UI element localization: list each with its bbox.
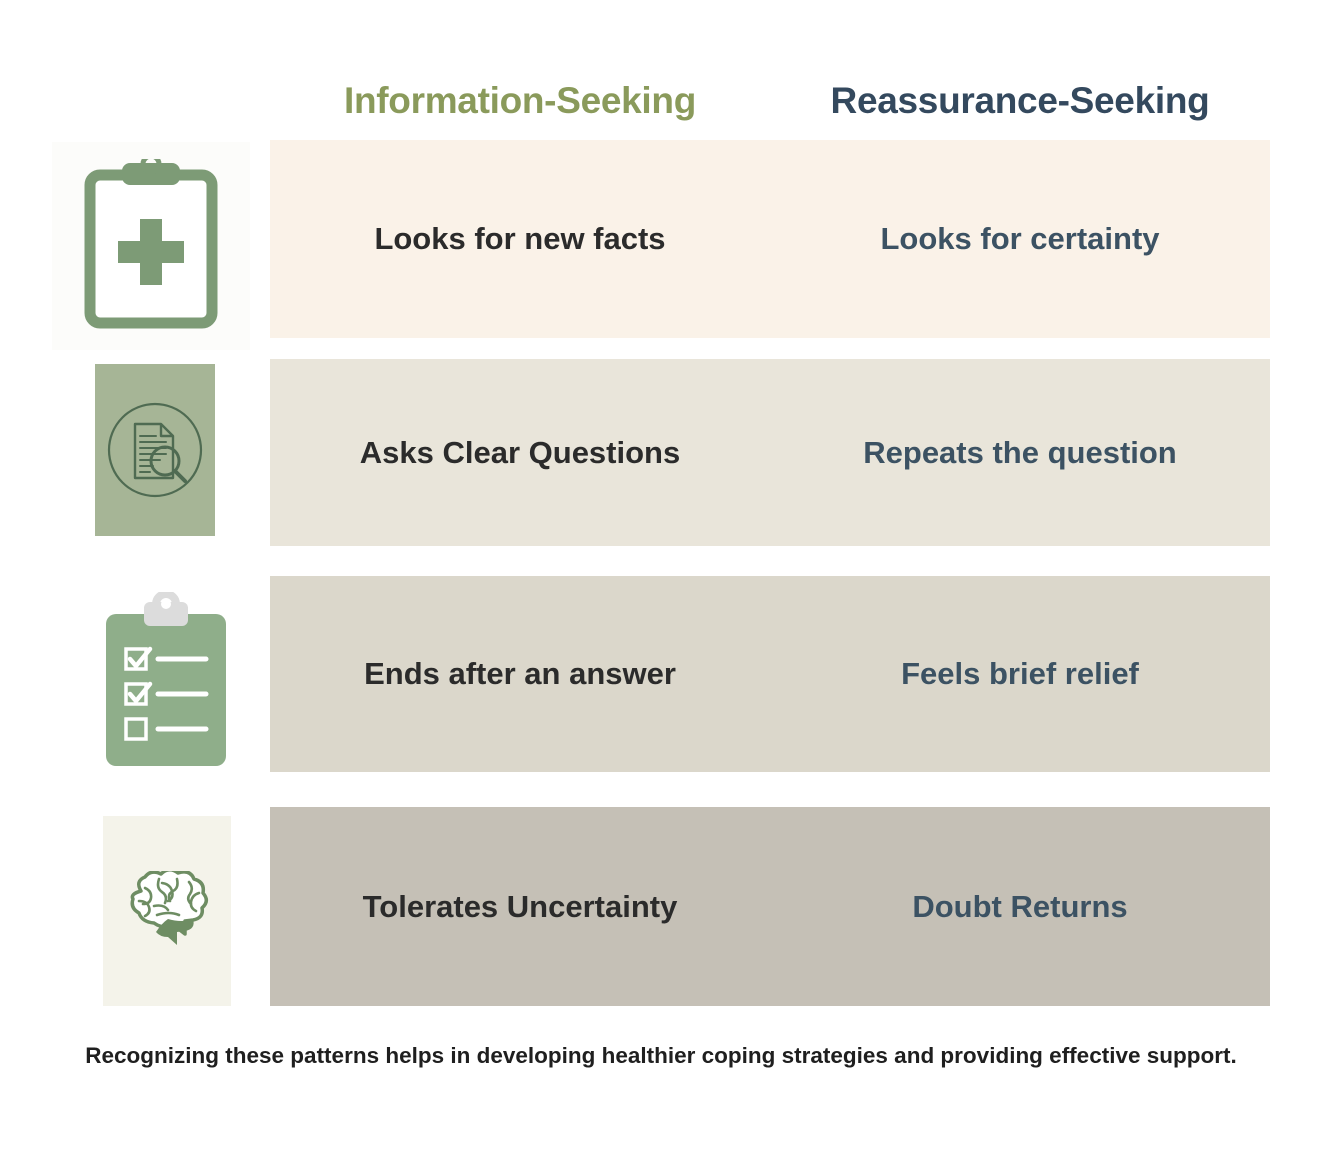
comparison-row-2: Asks Clear Questions Repeats the questio… (270, 359, 1270, 546)
comparison-row-4: Tolerates Uncertainty Doubt Returns (270, 807, 1270, 1006)
row-2-information-seeking-text: Asks Clear Questions (359, 434, 681, 470)
row-2-reassurance-seeking-text: Repeats the question (863, 434, 1177, 470)
row-1-reassurance-seeking-text: Looks for certainty (880, 221, 1160, 256)
brain-icon (130, 871, 208, 945)
clipboard-checklist-icon (106, 592, 226, 766)
row-3-reassurance-seeking-text: Feels brief relief (901, 656, 1139, 691)
row-1-icon-tile (52, 142, 250, 350)
column-header-information-seeking: Information-Seeking (344, 80, 696, 121)
row-3-information-seeking-text: Ends after an answer (364, 656, 676, 691)
row-2-icon-tile (95, 364, 215, 536)
row-4-icon-tile (103, 816, 231, 1006)
column-header-reassurance-seeking: Reassurance-Seeking (830, 80, 1210, 121)
row-1-information-seeking-text: Looks for new facts (374, 221, 666, 256)
row-4-reassurance-seeking-text: Doubt Returns (912, 888, 1128, 924)
row-4-information-seeking-text: Tolerates Uncertainty (362, 888, 678, 924)
comparison-row-3: Ends after an answer Feels brief relief (270, 576, 1270, 772)
comparison-row-1: Looks for new facts Looks for certainty (270, 140, 1270, 338)
column-headers: Information-Seeking Reassurance-Seeking (270, 72, 1270, 130)
footer-caption: Recognizing these patterns helps in deve… (85, 1043, 1237, 1068)
row-3-icon-tile (100, 592, 232, 778)
document-magnifier-icon (107, 402, 203, 498)
clipboard-medical-cross-icon (84, 158, 218, 328)
